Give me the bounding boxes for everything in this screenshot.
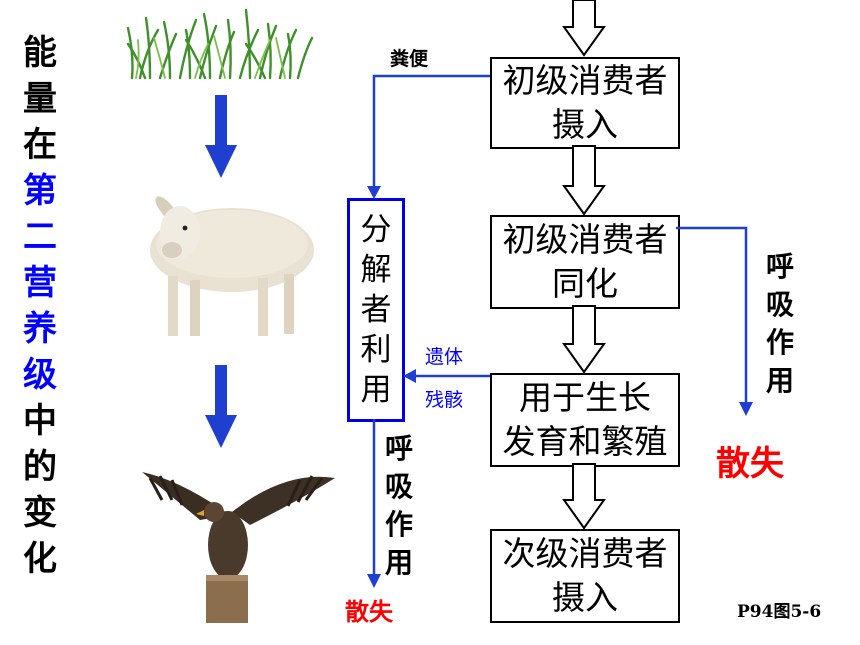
title-char: 变: [23, 493, 57, 533]
respiration-char: 作: [384, 508, 413, 541]
respiration-label-left: 呼吸作用: [382, 430, 416, 582]
respiration-char: 用: [384, 546, 413, 579]
decomposer-char: 解: [360, 252, 392, 288]
title-char: 化: [23, 539, 57, 579]
respiration-char: 作: [765, 326, 794, 359]
remains-label-1: 遗体: [425, 346, 464, 368]
respiration-arrow-right: [676, 226, 748, 404]
decomposer-char: 分: [360, 212, 392, 248]
primary-consumer-intake-box: 初级消费者 摄入: [490, 57, 680, 149]
box-line: 发育和繁殖: [502, 422, 668, 461]
title-char: 能: [23, 33, 57, 73]
decomposer-box: 分解者利用: [347, 198, 405, 422]
figure-reference: P94图5-6: [737, 602, 822, 622]
respiration-char: 吸: [765, 288, 794, 321]
title-char: 在: [23, 125, 57, 165]
box-line: 初级消费者: [502, 61, 668, 100]
feces-arrow: [372, 74, 490, 188]
grass-image: [126, 8, 314, 80]
secondary-consumer-intake-box: 次级消费者 摄入: [490, 529, 680, 623]
box-line: 摄入: [552, 105, 618, 144]
arrow-head-icon: [367, 574, 381, 588]
lost-label-left: 散失: [345, 598, 393, 626]
sheep-image: [150, 196, 314, 336]
title-char: 级: [23, 355, 57, 395]
title-char: 二: [23, 217, 57, 257]
decomposer-char: 用: [360, 372, 392, 408]
eagle-image: [142, 472, 335, 623]
respiration-char: 吸: [384, 470, 413, 503]
down-arrow-icon: [205, 365, 237, 448]
decomposer-char: 者: [360, 292, 392, 328]
title-char: 营: [23, 263, 57, 303]
respiration-char: 用: [765, 364, 794, 397]
box-line: 初级消费者: [502, 220, 668, 259]
down-arrow-icon: [205, 95, 237, 178]
respiration-char: 呼: [384, 432, 413, 465]
respiration-label-right: 呼吸作用: [763, 248, 797, 400]
box-line: 同化: [552, 264, 618, 303]
hollow-down-arrow-icon: [562, 145, 606, 216]
title-char: 养: [23, 309, 57, 349]
primary-consumer-assimilation-box: 初级消费者 同化: [490, 215, 680, 309]
feces-label: 粪便: [390, 48, 429, 70]
arrow-head-icon: [403, 369, 416, 383]
vertical-title: 能量在第二营养级中的变化: [18, 30, 62, 582]
hollow-down-arrow-icon: [562, 0, 606, 57]
box-line: 用于生长: [519, 378, 651, 417]
hollow-down-arrow-icon: [562, 463, 606, 530]
title-char: 量: [23, 79, 57, 119]
title-char: 的: [23, 447, 57, 487]
title-char: 第: [23, 171, 57, 211]
hollow-down-arrow-icon: [562, 305, 606, 374]
arrow-head-icon: [367, 186, 381, 199]
lost-label-right: 散失: [716, 444, 784, 484]
box-line: 摄入: [552, 578, 618, 617]
title-char: 中: [23, 401, 57, 441]
box-line: 次级消费者: [502, 534, 668, 573]
remains-label-2: 残骸: [425, 389, 464, 411]
respiration-char: 呼: [765, 250, 794, 283]
decomposer-char: 利: [360, 332, 392, 368]
arrow-head-icon: [739, 402, 753, 416]
